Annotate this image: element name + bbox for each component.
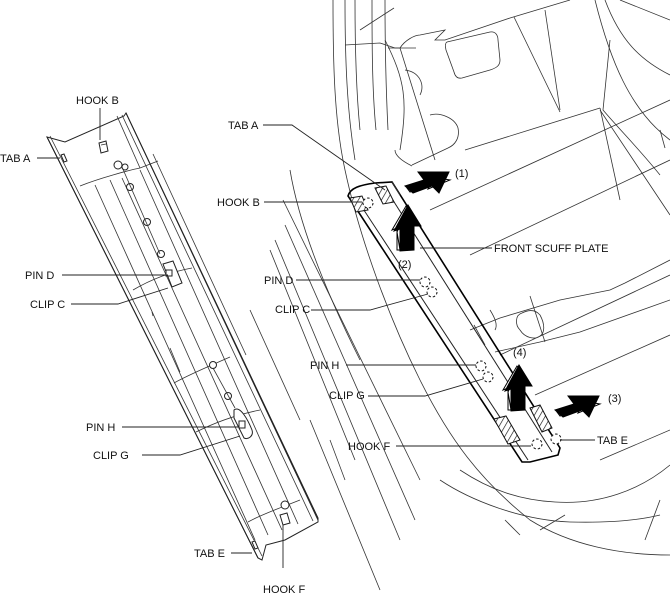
left-hook-b [98, 140, 109, 154]
right-label-front-scuff-plate: FRONT SCUFF PLATE [494, 243, 609, 255]
right-leaders [263, 124, 595, 447]
left-pin-chain-bottom [209, 361, 236, 409]
front-scuff-plate [347, 181, 562, 463]
pin-d-location [419, 276, 431, 288]
left-hook-f [279, 500, 291, 526]
left-label-tab-a: TAB A [0, 153, 31, 165]
left-tab-e [251, 540, 259, 550]
left-label-clip-c: CLIP C [30, 299, 65, 311]
left-label-hook-b: HOOK B [76, 95, 119, 107]
step-label-3: (3) [608, 393, 621, 405]
arrow-step-2 [390, 204, 422, 252]
left-tab-a [60, 153, 68, 163]
left-leaders [37, 108, 284, 568]
step-label-2: (2) [398, 259, 411, 271]
clip-g-location [482, 371, 494, 383]
tab-a-hatch [374, 185, 395, 205]
step-label-4: (4) [513, 347, 526, 359]
left-label-clip-g: CLIP G [93, 450, 129, 462]
right-label-pin-h: PIN H [310, 360, 339, 372]
hook-f-hatch [493, 415, 521, 445]
arrow-step-1 [404, 171, 452, 194]
left-clip-g-pin-h [233, 408, 253, 439]
right-label-tab-e: TAB E [597, 435, 628, 447]
right-label-hook-b: HOOK B [217, 197, 260, 209]
vehicle-interior-lines [249, 0, 670, 591]
tab-e-hatch [529, 404, 553, 433]
left-label-hook-f: HOOK F [263, 584, 305, 596]
left-scuff-plate [46, 111, 319, 561]
left-label-tab-e: TAB E [194, 548, 225, 560]
pin-h-location [475, 360, 487, 372]
arrow-step-4 [501, 364, 533, 412]
arrow-step-3 [554, 395, 602, 418]
step-label-1: (1) [455, 168, 468, 180]
right-label-clip-c: CLIP C [275, 304, 310, 316]
left-label-pin-h: PIN H [86, 422, 115, 434]
clip-c-location [426, 286, 438, 298]
right-label-tab-a: TAB A [228, 120, 259, 132]
left-label-pin-d: PIN D [25, 270, 54, 282]
right-label-pin-d: PIN D [264, 275, 293, 287]
hook-b-location [362, 197, 374, 209]
tab-e-location [550, 433, 562, 445]
left-pin-chain-top [113, 160, 165, 258]
right-label-clip-g: CLIP G [329, 390, 365, 402]
right-label-hook-f: HOOK F [348, 441, 390, 453]
left-clip-c-pin-d [162, 260, 183, 288]
hook-f-location [531, 438, 543, 450]
